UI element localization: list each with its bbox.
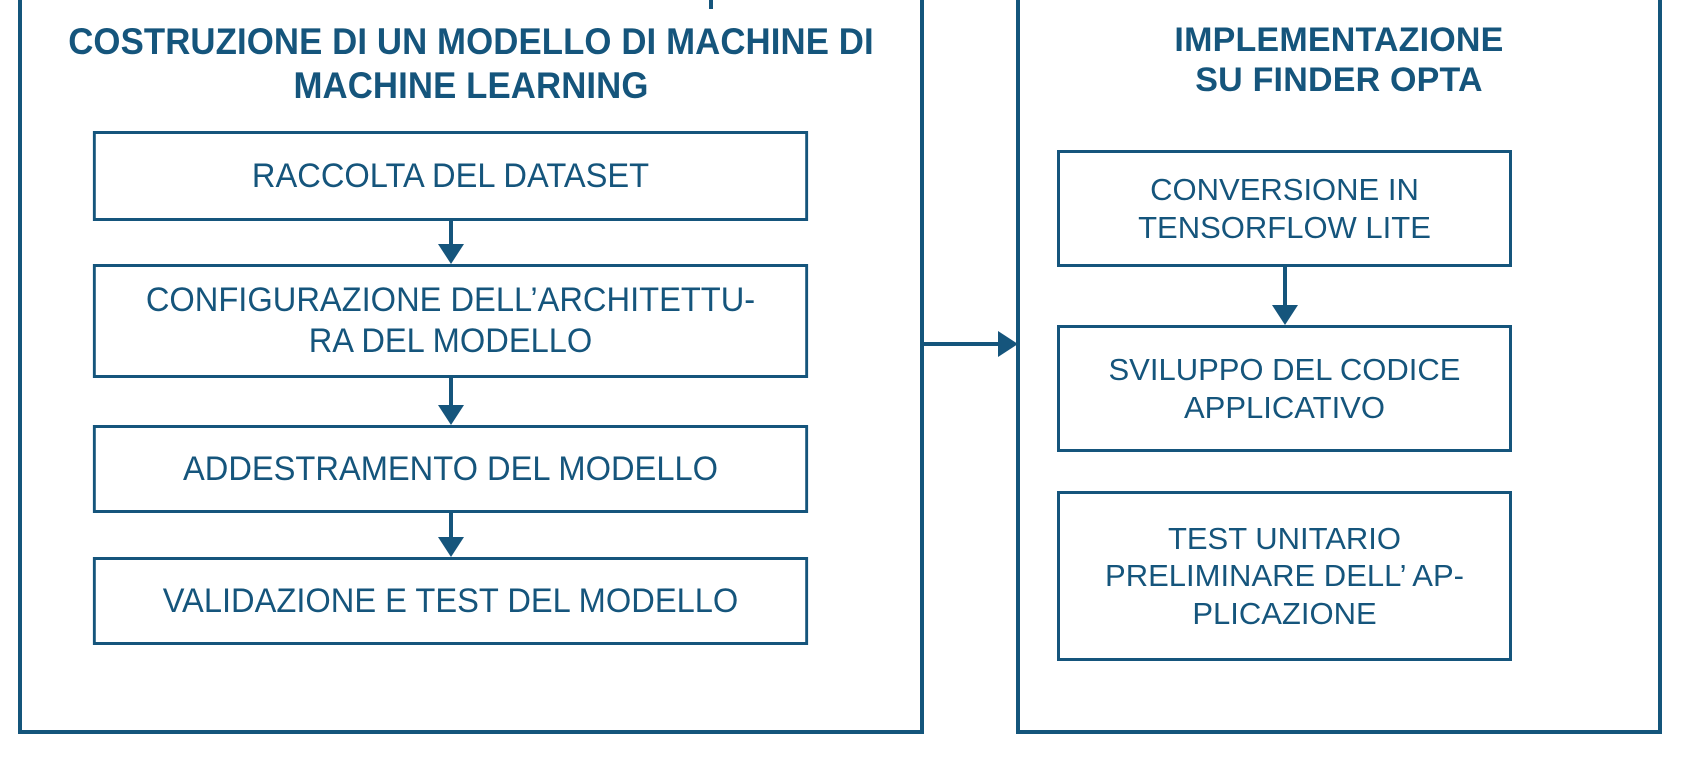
panel-model-construction: COSTRUZIONE DI UN MODELLO DI MACHINE DI … bbox=[18, 0, 924, 734]
arrow-conversione-to-sviluppo bbox=[1272, 267, 1298, 325]
step-box-configurazione-architettura[interactable]: CONFIGURAZIONE DELL’ARCHITETTU- RA DEL M… bbox=[92, 264, 809, 378]
arrow-shaft bbox=[1283, 267, 1287, 307]
arrow-head-right-icon bbox=[998, 331, 1018, 357]
arrow-shaft bbox=[449, 378, 453, 407]
arrow-addestramento-to-validazione bbox=[438, 513, 464, 557]
step-box-validazione-e-test[interactable]: VALIDAZIONE E TEST DEL MODELLO bbox=[92, 557, 809, 645]
arrow-head-down-icon bbox=[1272, 305, 1298, 325]
step-box-raccolta-del-dataset[interactable]: RACCOLTA DEL DATASET bbox=[92, 131, 809, 221]
panel-finder-opta-implementation: IMPLEMENTAZIONE SU FINDER OPTA bbox=[1016, 0, 1662, 734]
step-box-conversione-tensorflow-lite[interactable]: CONVERSIONE IN TENSORFLOW LITE bbox=[1057, 150, 1512, 267]
arrow-configurazione-to-addestramento bbox=[438, 378, 464, 425]
arrow-shaft bbox=[449, 221, 453, 246]
arrow-head-down-icon bbox=[438, 405, 464, 425]
panel-left-title: COSTRUZIONE DI UN MODELLO DI MACHINE DI … bbox=[68, 21, 874, 106]
arrow-head-down-icon bbox=[438, 244, 464, 264]
clipped-incoming-arrow-tick bbox=[709, 0, 713, 9]
arrow-left-panel-to-right-panel bbox=[922, 331, 1018, 357]
arrow-raccolta-to-configurazione bbox=[438, 221, 464, 264]
arrow-head-down-icon bbox=[438, 537, 464, 557]
arrow-shaft bbox=[449, 513, 453, 539]
step-box-sviluppo-codice-applicativo[interactable]: SVILUPPO DEL CODICE APPLICATIVO bbox=[1057, 325, 1512, 452]
step-box-addestramento-del-modello[interactable]: ADDESTRAMENTO DEL MODELLO bbox=[92, 425, 809, 513]
step-box-test-unitario-preliminare[interactable]: TEST UNITARIO PRELIMINARE DELL’ AP- PLIC… bbox=[1057, 491, 1512, 661]
panel-right-title: IMPLEMENTAZIONE SU FINDER OPTA bbox=[1174, 21, 1504, 100]
arrow-shaft bbox=[922, 342, 1000, 346]
